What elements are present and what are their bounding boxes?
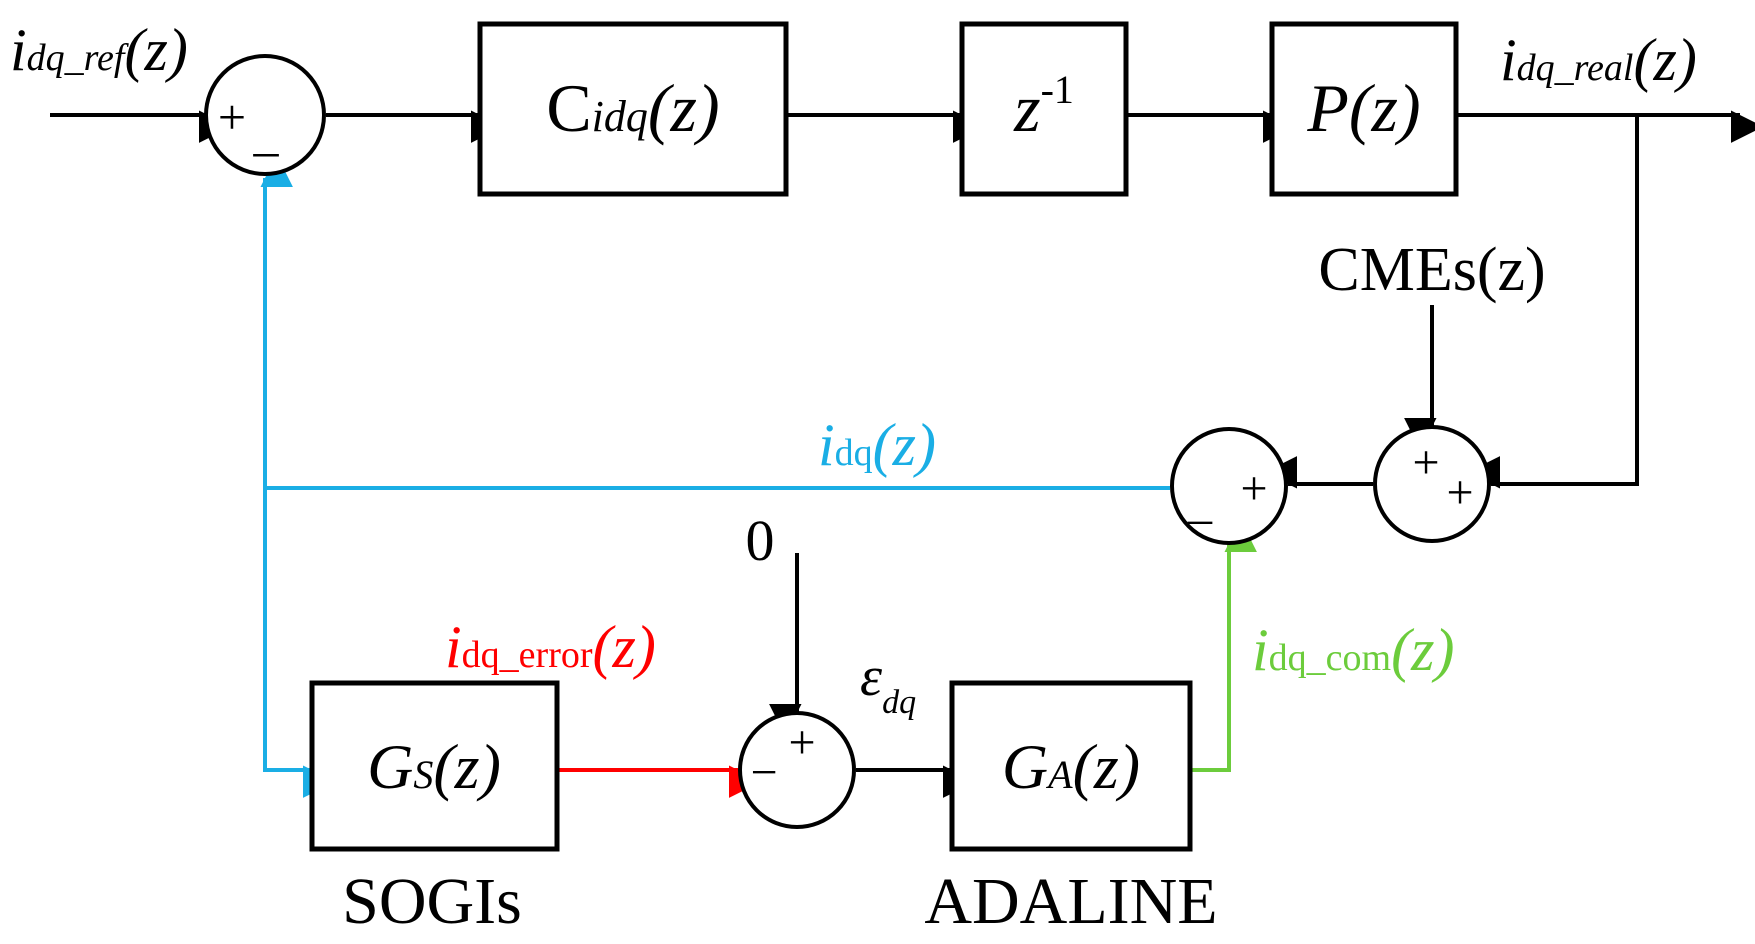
real-output-label: idq_real(z) (1500, 27, 1697, 93)
svg-text:+: + (1240, 462, 1267, 515)
cmes-disturbance-label: CMEs(z) (1318, 236, 1545, 304)
adaline-block: GA(z) (949, 680, 1193, 852)
error-signal-label: idq_error(z) (445, 614, 656, 680)
wire-output-tap-to-disturbance-sum (1467, 115, 1639, 489)
svg-text:−: − (750, 746, 777, 799)
zero-input-label: 0 (746, 508, 775, 573)
compensation-summing-junction: _ + (1170, 427, 1288, 545)
svg-text:Cidq(z): Cidq(z) (546, 70, 719, 146)
svg-text:+: + (788, 716, 815, 769)
disturbance-summing-junction: + + (1373, 425, 1491, 543)
delay-block: z-1 (959, 21, 1129, 197)
epsilon-signal-label: εdq (860, 646, 916, 721)
svg-text:_: _ (1187, 476, 1213, 529)
controller-block: Cidq(z) (477, 21, 789, 197)
reference-signal-label: idq_ref(z) (10, 17, 188, 83)
svg-text:+: + (218, 89, 246, 145)
compensation-signal-label: idq_com(z) (1252, 617, 1454, 683)
adaline-caption: ADALINE (924, 865, 1217, 938)
svg-text:z-1: z-1 (1013, 67, 1074, 146)
feedback-signal-label: idq(z) (818, 412, 936, 478)
sogi-block: GS(z) (309, 680, 560, 852)
svg-text:_: _ (253, 105, 280, 161)
error-summing-junction: − + (738, 711, 856, 829)
feedback-wires (260, 154, 1170, 798)
svg-text:GS(z): GS(z) (367, 731, 501, 802)
wire-adaline-to-comp-sum (1190, 519, 1257, 772)
svg-text:+: + (1446, 466, 1473, 519)
svg-text:P(z): P(z) (1306, 70, 1420, 146)
sogi-caption: SOGIs (342, 865, 522, 938)
svg-text:+: + (1412, 436, 1439, 489)
forward-path-wires (50, 110, 1755, 798)
input-summing-junction: + _ (204, 54, 326, 176)
svg-text:GA(z): GA(z) (1002, 731, 1140, 802)
plant-block: P(z) (1269, 21, 1459, 197)
